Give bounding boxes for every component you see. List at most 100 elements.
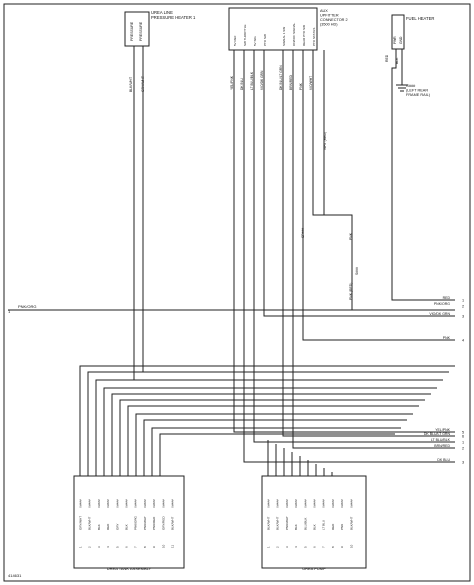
aux-wire-label: VIO/WHT	[309, 76, 313, 90]
fuel-heater: FUEL HEATER PWR GND	[391, 14, 434, 50]
pump-pin-circuit: X####	[267, 499, 271, 508]
urea-pump: UREA PUMP X####BLK/WHT1X####BLK/WHT2X###…	[261, 475, 367, 571]
splice-label-2: S###	[355, 267, 359, 275]
tank-pin-circuit: X####	[106, 499, 110, 508]
tank-pin-number: 4	[106, 546, 110, 548]
right-lower-label: LT BLU/BLK	[431, 438, 451, 442]
fuel-blk-wire-label: BLK	[395, 57, 399, 64]
fuel-heater-pin-1: PWR	[393, 36, 397, 44]
urea-pump-title: UREA PUMP	[302, 566, 326, 571]
tank-pin-color: PNK/ORG	[134, 515, 138, 530]
pump-pin-number: 3	[285, 546, 289, 548]
right-upper-label: VIO/DK GRN	[429, 312, 450, 316]
pump-pin-circuit: X####	[313, 499, 317, 508]
pressure-heater-title-1: UREA LINE	[151, 10, 173, 15]
aux-pin-label: SW THROTTLE	[243, 25, 247, 46]
tank-bus-wire	[111, 393, 431, 476]
pump-pin-color: BLU/BLK	[303, 518, 307, 530]
pump-pin-color: BLK/WHT	[276, 516, 280, 530]
right-lower-num: 5	[462, 431, 464, 435]
pump-pin-number: 6	[313, 546, 317, 548]
urea-tank-box	[73, 475, 185, 569]
pressure-heater-box	[124, 11, 150, 47]
tank-pin-color: BLK	[97, 524, 101, 530]
pump-pin-number: 1	[267, 546, 271, 548]
tank-bus-wire	[95, 379, 443, 476]
right-lower-num: 2	[462, 447, 464, 451]
aux-pin-label: PTO SW	[263, 34, 267, 46]
tank-bus-wire	[159, 433, 395, 476]
fuel-heater-title: FUEL HEATER	[406, 16, 434, 21]
pressure-heater: UREA LINE PRESSURE HEATER 1 PRESSURE PRE…	[124, 10, 196, 47]
left-connector-num: 1	[8, 309, 11, 314]
aux-pin-label: 5V SIG	[253, 36, 257, 46]
tank-pin-circuit: X####	[79, 499, 83, 508]
tank-pin-color: RED	[106, 523, 110, 530]
aux-wire-label: PNK	[299, 82, 303, 90]
fuel-heater-box	[391, 14, 405, 50]
fuel-red-wire	[391, 49, 455, 301]
right-upper-label: PNK	[443, 336, 451, 340]
pressure-heater-pin-2: PRESSURE	[139, 21, 143, 41]
tank-pin-circuit: X####	[97, 499, 101, 508]
pump-pin-color: BLK/WHT	[349, 516, 353, 530]
tank-bus-wire	[87, 371, 449, 476]
tank-pin-circuit: X####	[88, 499, 92, 508]
pump-pin-circuit: X####	[285, 499, 289, 508]
aux-wire-label: LT BLU/BLK	[250, 71, 254, 90]
splice-wire	[312, 200, 324, 216]
tank-pin-color: GRY/RED	[161, 516, 165, 530]
aux-pin-label: ON/OFF SIGNAL	[292, 22, 296, 46]
ground-label-3: FRAME RAIL)	[406, 93, 431, 97]
tank-bus-wire	[119, 399, 425, 476]
right-upper-num: 4	[462, 339, 464, 343]
right-upper-num: 1	[462, 299, 464, 303]
heater-left-wire-label: BLK/WHT	[129, 77, 133, 92]
tank-pin-circuit: X####	[171, 499, 175, 508]
tank-pin-number: 1	[79, 546, 83, 548]
pump-pin-number: 4	[294, 546, 298, 548]
aux-upfitter-box	[228, 7, 318, 51]
tank-pin-color: GRY	[115, 524, 119, 530]
pump-pin-number: 8	[331, 546, 335, 548]
pump-pin-color: RED	[331, 523, 335, 530]
right-lower-label: DK BLU/LT GRN	[424, 432, 451, 436]
figure-id: 414631	[8, 573, 22, 578]
right-lower-num: 3	[462, 461, 464, 465]
tank-pin-number: 5	[115, 546, 119, 548]
aux-pin-label: REAR PTO SW	[302, 25, 306, 46]
aux-pin-label: 5V REF	[233, 35, 237, 46]
fuel-red-wire-label: RED	[385, 54, 389, 62]
pump-pin-number: 7	[322, 546, 326, 548]
tank-pin-color: PNK/WHT	[143, 516, 147, 530]
left-connector-label: PNK/ORG	[18, 304, 36, 309]
pump-pin-circuit: X####	[340, 499, 344, 508]
tank-pin-circuit: X####	[152, 499, 156, 508]
right-lower-label: YEL/PNK	[435, 428, 450, 432]
pump-pin-color: BLK/WHT	[267, 516, 271, 530]
tank-pin-number: 7	[134, 546, 138, 548]
pump-pin-color: BLK	[294, 524, 298, 530]
tank-pin-color: BLK/WHT	[171, 516, 175, 530]
aux-upfitter-title-2: UPFITTER	[320, 14, 339, 18]
right-lower-label: BRN/RED	[434, 444, 450, 448]
right-lower-label: DK BLU	[437, 458, 450, 462]
pump-pin-circuit: X####	[294, 499, 298, 508]
tank-pin-circuit: X####	[134, 499, 138, 508]
tank-pin-circuit: X####	[125, 499, 129, 508]
aux-wire	[263, 50, 455, 317]
aux-wire	[233, 50, 455, 433]
pressure-heater-pin-1: PRESSURE	[130, 21, 134, 41]
white-red-wire-label: WHT (RED)	[323, 132, 327, 150]
aux-upfitter-connector: AUX UPFITTER CONNECTOR 2 (3500 HD) 5V RE…	[228, 7, 348, 51]
aux-wire	[253, 50, 455, 443]
ground-label-1: G###	[406, 84, 416, 88]
aux-pin-label: PTO STATUS	[312, 28, 316, 46]
aux-wire-label: VIO/DK GRN	[260, 70, 264, 90]
aux-wire-label: BRN/RED	[289, 75, 293, 90]
tank-pin-number: 2	[88, 546, 92, 548]
pump-pin-number: 9	[340, 546, 344, 548]
pump-pin-circuit: X####	[349, 499, 353, 508]
pump-pin-color: PNK/WHT	[285, 516, 289, 530]
